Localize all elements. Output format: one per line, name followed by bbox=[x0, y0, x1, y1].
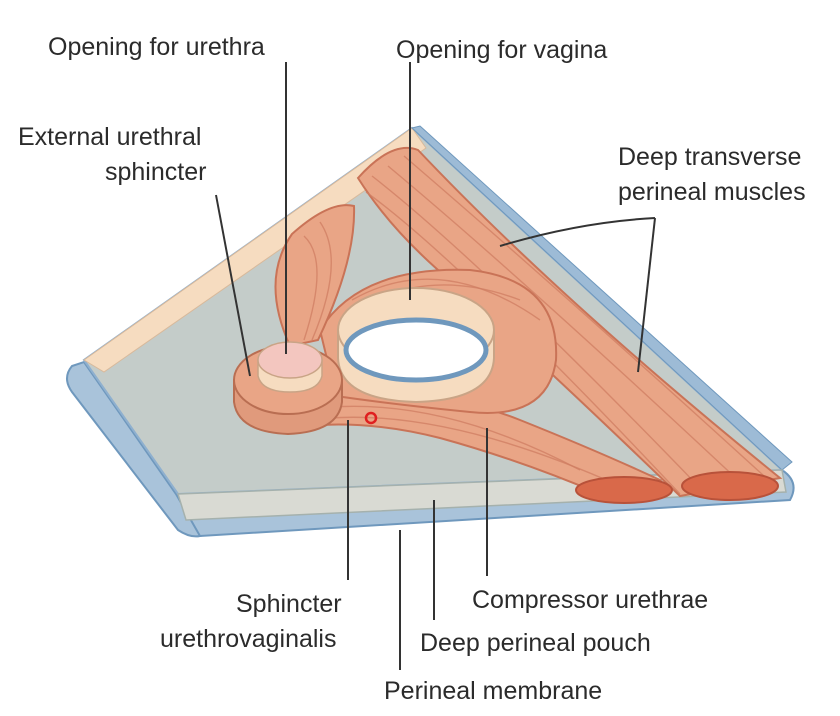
label-opening-for-vagina: Opening for vagina bbox=[396, 36, 607, 64]
label-deep-transverse-perineal-1: Deep transverse bbox=[618, 143, 801, 171]
label-external-urethral-sphincter-1: External urethral bbox=[18, 123, 201, 151]
leader-lines bbox=[215, 62, 656, 670]
label-deep-perineal-pouch: Deep perineal pouch bbox=[420, 629, 651, 657]
urethral-strap-muscle bbox=[274, 204, 356, 348]
vaginal-opening bbox=[337, 287, 495, 404]
membrane-upper-right-edge bbox=[410, 125, 793, 471]
label-sphincter-urethrovaginalis-1: Sphincter bbox=[236, 590, 342, 618]
label-perineal-membrane: Perineal membrane bbox=[384, 677, 602, 705]
label-external-urethral-sphincter-2: sphincter bbox=[105, 158, 206, 186]
pointer-dot bbox=[364, 411, 378, 425]
deep-transverse-cut-section bbox=[681, 471, 779, 501]
membrane-upper-left-strip bbox=[83, 127, 427, 373]
label-deep-transverse-perineal-2: perineal muscles bbox=[618, 178, 806, 206]
compressor-cut-section bbox=[575, 476, 673, 504]
label-opening-for-urethra: Opening for urethra bbox=[48, 33, 265, 61]
label-sphincter-urethrovaginalis-2: urethrovaginalis bbox=[160, 625, 337, 653]
urethral-opening bbox=[233, 341, 343, 436]
label-compressor-urethrae: Compressor urethrae bbox=[472, 586, 708, 614]
